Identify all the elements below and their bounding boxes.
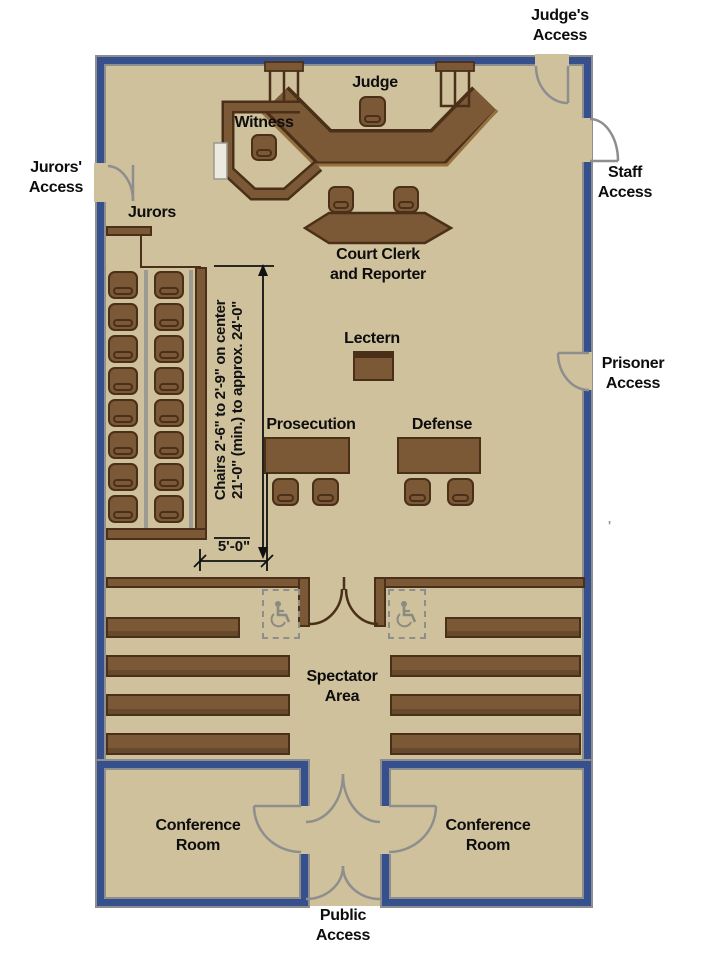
jurors-access-opening <box>94 163 108 202</box>
clerk-chair <box>328 186 354 213</box>
bar-gate-post-right <box>374 577 386 627</box>
jury-chair <box>108 367 138 395</box>
label-defense: Defense <box>411 416 473 433</box>
defense-chair <box>404 478 431 506</box>
jury-chair <box>154 399 184 427</box>
bar-rail-right <box>374 577 585 588</box>
staff-access-opening <box>578 118 592 162</box>
jury-inner-rail-2 <box>189 270 193 528</box>
jury-chair <box>154 335 184 363</box>
label-witness: Witness <box>234 114 294 131</box>
jury-chair <box>154 431 184 459</box>
label-judge: Judge <box>352 74 398 91</box>
conference-left-door-opening <box>299 806 311 854</box>
jury-inner-rail-1 <box>144 270 148 528</box>
bar-rail-left <box>106 577 302 588</box>
lectern-table <box>353 351 394 381</box>
spectator-bench <box>106 694 290 716</box>
jury-dimension-note: Chairs 2'-6" to 2'-9" on center 21'-0" (… <box>212 299 246 501</box>
jury-chair <box>108 271 138 299</box>
wheelchair-icon <box>270 601 291 628</box>
jury-chair <box>108 495 138 523</box>
spectator-bench <box>390 655 581 677</box>
jury-chair <box>154 303 184 331</box>
spectator-bench <box>106 617 240 638</box>
spectator-bench <box>390 733 581 755</box>
wheelchair-space-right <box>388 589 426 639</box>
jury-chair <box>108 399 138 427</box>
spectator-bench <box>445 617 581 638</box>
label-lectern: Lectern <box>344 330 400 347</box>
jury-chair <box>108 431 138 459</box>
conference-right-door-opening <box>379 806 391 854</box>
prosecution-table <box>264 437 350 474</box>
wheelchair-icon <box>396 601 417 628</box>
defense-table <box>397 437 481 474</box>
label-prosecution: Prosecution <box>266 416 356 433</box>
wheelchair-space-left <box>262 589 300 639</box>
spectator-bench <box>106 733 290 755</box>
label-jurors: Jurors <box>128 204 176 221</box>
jury-chair <box>154 463 184 491</box>
jury-chair <box>108 303 138 331</box>
prosecution-chair <box>272 478 299 506</box>
reporter-chair <box>393 186 419 213</box>
spectator-bench <box>106 655 290 677</box>
aisle-width-label: 5'-0" <box>217 538 251 555</box>
jury-rail-top <box>106 226 152 236</box>
jury-chair <box>154 271 184 299</box>
staff-access-door <box>589 117 620 163</box>
label-jurors-access: Jurors'Access <box>28 159 84 196</box>
jury-rail-bottom <box>106 528 207 540</box>
defense-chair <box>447 478 474 506</box>
judges-access-opening <box>535 54 569 68</box>
jury-rail-right <box>195 267 207 540</box>
stray-mark: ' <box>608 518 612 533</box>
spectator-bench <box>390 694 581 716</box>
vestibule-floor <box>300 765 390 906</box>
judge-chair <box>359 96 386 127</box>
jury-chair <box>154 495 184 523</box>
jury-chair <box>108 463 138 491</box>
jury-chair <box>154 367 184 395</box>
jury-chair <box>108 335 138 363</box>
prosecution-chair <box>312 478 339 506</box>
vestibule-top-opening <box>310 758 380 771</box>
witness-chair <box>251 134 277 161</box>
